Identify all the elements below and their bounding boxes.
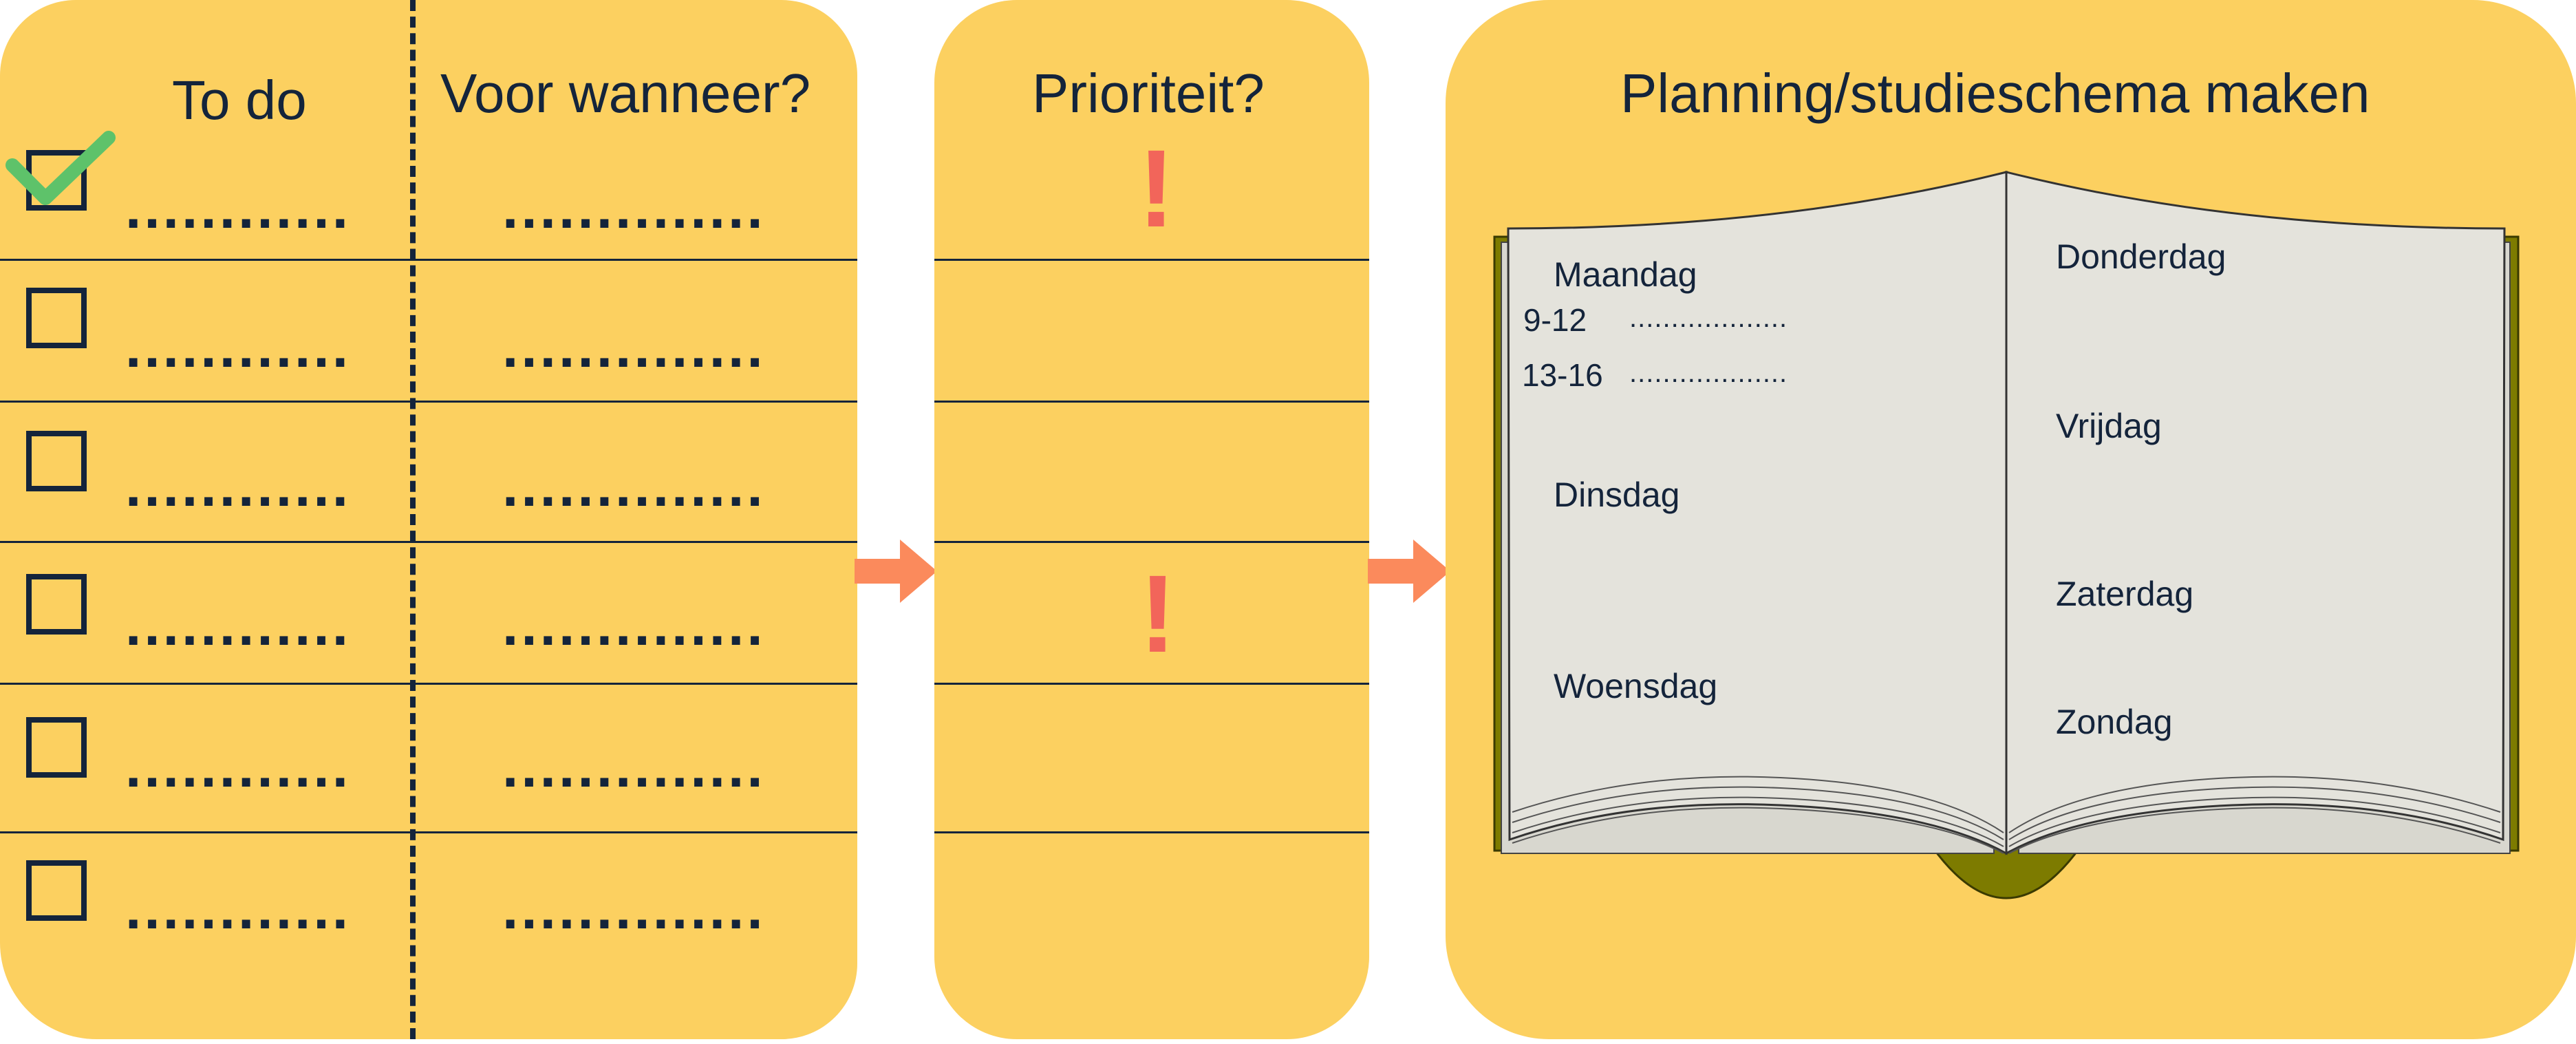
date-placeholder: .............. [502,179,766,237]
row-divider [934,259,1369,261]
task-placeholder: ............ [125,318,352,376]
todo-panel: To do Voor wanneer? ............ .......… [0,0,857,1039]
task-placeholder: ............ [125,179,352,237]
row-divider [934,683,1369,685]
row-divider [934,831,1369,833]
priority-panel: Prioriteit? ! ! [934,0,1369,1039]
time-slot-placeholder: ................... [1629,303,1788,333]
day-monday: Maandag [1554,255,1697,294]
day-thursday: Donderdag [2056,237,2226,276]
task-checkbox[interactable] [26,574,87,635]
day-tuesday: Dinsdag [1554,476,1680,514]
task-checkbox[interactable] [26,860,87,921]
when-heading: Voor wanneer? [440,63,811,124]
day-friday: Vrijdag [2056,407,2162,445]
row-divider [934,541,1369,543]
date-placeholder: .............. [502,738,766,796]
row-divider [0,683,857,685]
row-divider [0,401,857,403]
task-checkbox[interactable] [26,288,87,348]
planning-heading: Planning/studieschema maken [1620,63,2370,124]
row-divider [934,401,1369,403]
row-divider [0,831,857,833]
column-divider [410,0,416,1039]
todo-heading: To do [172,70,307,131]
day-sunday: Zondag [2056,703,2173,741]
time-slot-label: 9-12 [1523,302,1587,338]
priority-heading: Prioriteit? [1032,63,1265,124]
date-placeholder: .............. [502,457,766,515]
task-placeholder: ............ [125,738,352,796]
row-divider [0,259,857,261]
date-placeholder: .............. [502,880,766,937]
day-wednesday: Woensdag [1554,667,1718,705]
task-placeholder: ............ [125,596,352,654]
exclamation-icon: ! [1138,127,1175,250]
open-book-icon [1493,171,2520,899]
checkmark-icon [6,131,116,205]
day-saturday: Zaterdag [2056,575,2194,613]
time-slot-placeholder: ................... [1629,358,1788,388]
task-checkbox[interactable] [26,431,87,491]
time-slot-label: 13-16 [1522,357,1603,393]
exclamation-icon: ! [1139,552,1177,675]
date-placeholder: .............. [502,318,766,376]
arrow-right-icon [1368,540,1450,603]
task-placeholder: ............ [125,457,352,515]
task-placeholder: ............ [125,880,352,937]
arrow-right-icon [855,540,937,603]
row-divider [0,541,857,543]
date-placeholder: .............. [502,596,766,654]
task-checkbox[interactable] [26,717,87,778]
